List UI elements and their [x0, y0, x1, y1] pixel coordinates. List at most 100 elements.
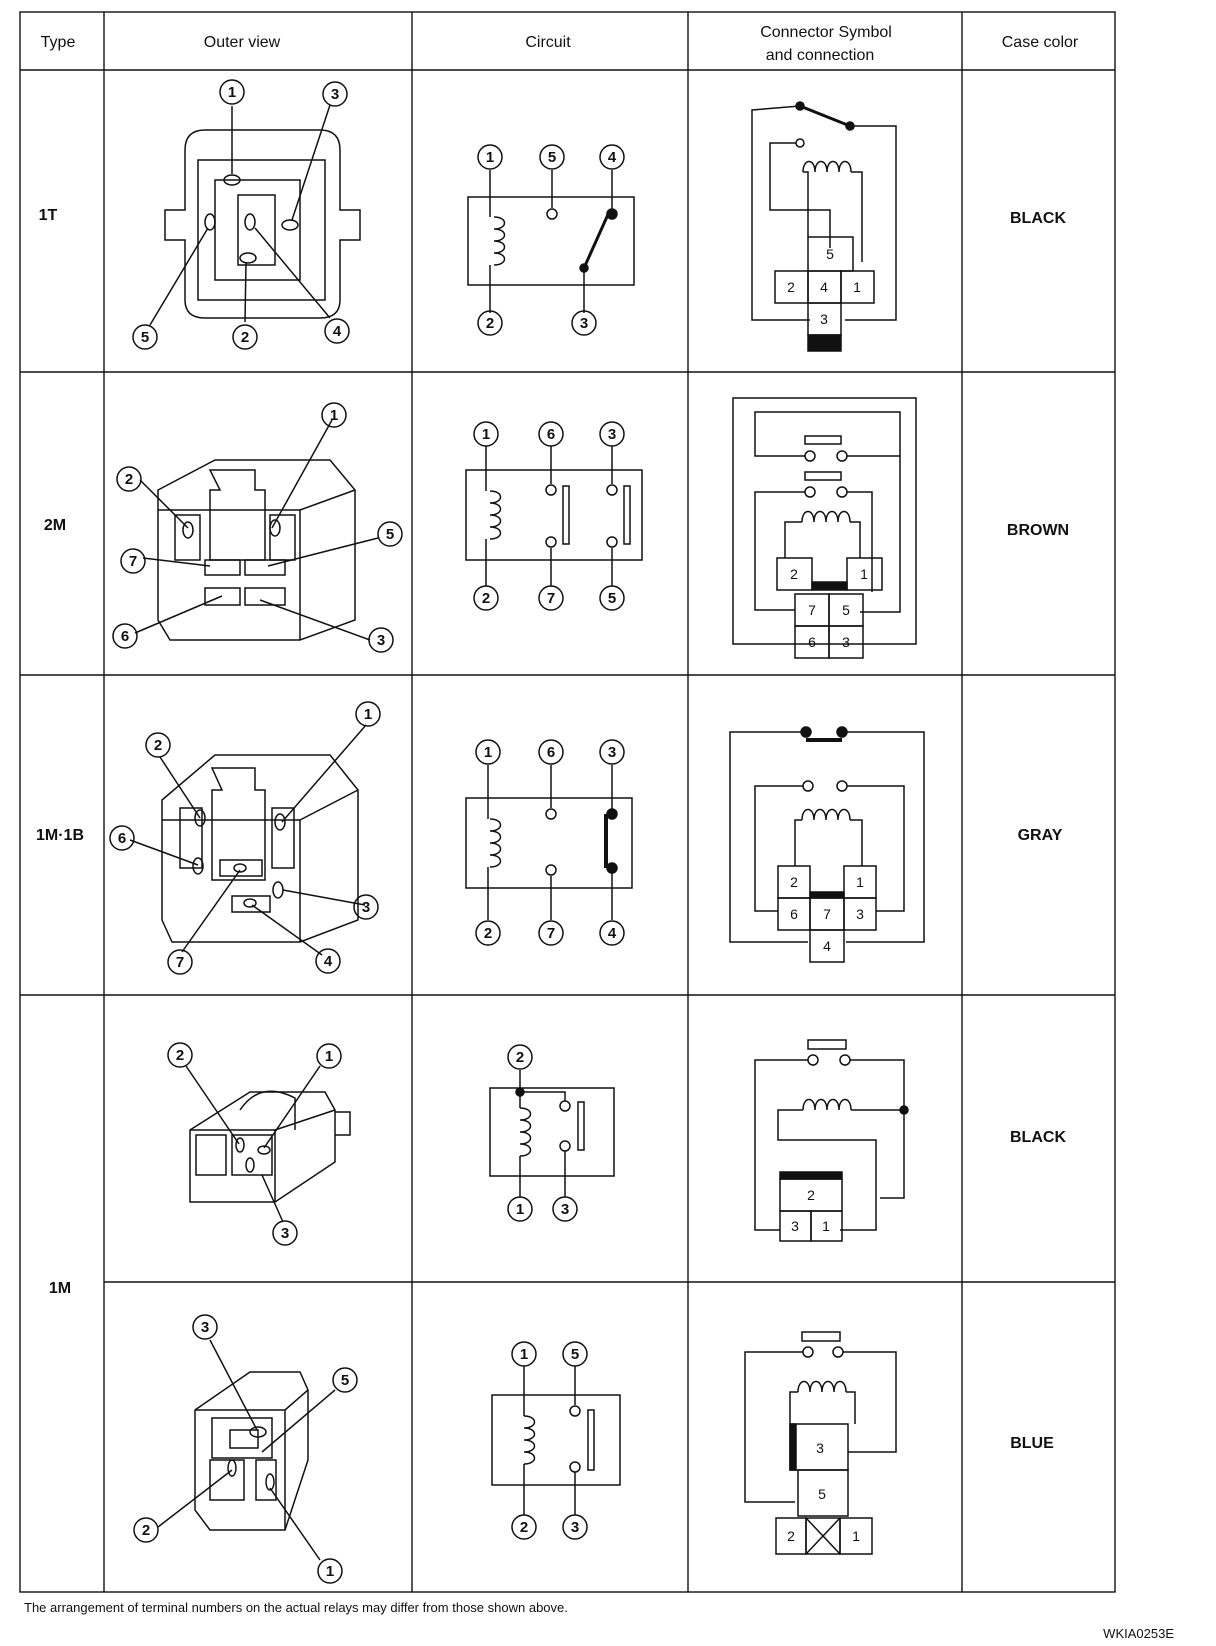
label-pin: 2	[790, 874, 798, 890]
connector-1t: 5 2 4 1 3	[751, 101, 897, 352]
label-terminal: 4	[333, 323, 342, 340]
label-terminal: 6	[118, 830, 126, 847]
case-color-gray: GRAY	[1018, 827, 1063, 844]
outer-view-1m-black: 2 1 3	[167, 1042, 351, 1246]
header-circuit: Circuit	[525, 34, 571, 51]
footnote: The arrangement of terminal numbers on t…	[24, 1600, 568, 1615]
outer-view-1t-labels: 1 3 5 2 4	[132, 79, 350, 350]
header-case-color: Case color	[1002, 34, 1079, 51]
label-pin: 3	[842, 634, 850, 650]
label-terminal: 5	[571, 1346, 579, 1363]
label-terminal: 4	[324, 953, 333, 970]
label-pin: 6	[808, 634, 816, 650]
label-terminal: 3	[608, 744, 616, 761]
label-terminal: 1	[364, 706, 372, 723]
label-pin: 3	[816, 1440, 824, 1456]
label-terminal: 5	[548, 149, 556, 166]
type-1m1b: 1M·1B	[36, 827, 84, 844]
header-connector-line1: Connector Symbol	[760, 24, 892, 41]
label-pin: 5	[818, 1486, 826, 1502]
outer-view-1t	[149, 104, 361, 326]
label-terminal: 2	[482, 590, 490, 607]
label-pin: 1	[856, 874, 864, 890]
label-terminal: 6	[547, 744, 555, 761]
type-color-cells: 1T 2M 1M·1B 1M BLACK BROWN GRAY BLACK BL…	[36, 207, 1069, 1452]
label-pin: 2	[790, 566, 798, 582]
label-terminal: 7	[547, 925, 555, 942]
label-pin: 4	[820, 279, 828, 295]
outer-view-1m1b: 1 2 6 3 7 4	[109, 701, 381, 975]
label-pin: 3	[820, 311, 828, 327]
label-terminal: 1	[484, 744, 492, 761]
label-terminal: 1	[330, 407, 338, 424]
circuit-1t: 1 5 4 2 3	[467, 144, 635, 336]
label-terminal: 5	[141, 329, 149, 346]
label-pin: 7	[808, 602, 816, 618]
label-terminal: 2	[154, 737, 162, 754]
label-terminal: 2	[516, 1049, 524, 1066]
case-color-brown: BROWN	[1007, 522, 1069, 539]
label-terminal: 1	[516, 1201, 524, 1218]
table-grid	[19, 11, 1116, 1593]
label-terminal: 2	[176, 1047, 184, 1064]
label-terminal: 1	[486, 149, 494, 166]
label-terminal: 3	[561, 1201, 569, 1218]
label-terminal: 5	[608, 590, 616, 607]
label-terminal: 2	[125, 471, 133, 488]
figure-id: WKIA0253E	[1103, 1626, 1174, 1641]
circuit-2m: 1 6 3 2 7 5	[465, 421, 643, 611]
label-terminal: 3	[201, 1319, 209, 1336]
label-pin: 1	[822, 1218, 830, 1234]
label-terminal: 1	[228, 84, 236, 101]
outer-view-2m: 1 2 5 7 6 3	[112, 402, 403, 653]
type-1m: 1M	[49, 1280, 71, 1297]
label-terminal: 3	[608, 426, 616, 443]
label-terminal: 2	[241, 329, 249, 346]
label-terminal: 2	[142, 1522, 150, 1539]
label-pin: 1	[853, 279, 861, 295]
case-color-black-2: BLACK	[1010, 1129, 1066, 1146]
label-terminal: 2	[520, 1519, 528, 1536]
label-pin: 6	[790, 906, 798, 922]
label-terminal: 3	[377, 632, 385, 649]
label-pin: 3	[856, 906, 864, 922]
label-terminal: 3	[281, 1225, 289, 1242]
label-terminal: 2	[484, 925, 492, 942]
case-color-blue: BLUE	[1010, 1435, 1054, 1452]
circuit-1m-blue: 1 5 2 3	[491, 1341, 621, 1540]
label-terminal: 4	[608, 149, 617, 166]
label-pin: 2	[787, 279, 795, 295]
header-row: Type Outer view Circuit Connector Symbol…	[41, 24, 1079, 64]
label-terminal: 1	[482, 426, 490, 443]
label-pin: 5	[826, 246, 834, 262]
label-pin: 4	[823, 938, 831, 954]
label-terminal: 7	[129, 553, 137, 570]
label-terminal: 1	[520, 1346, 528, 1363]
label-terminal: 3	[331, 86, 339, 103]
label-pin: 3	[791, 1218, 799, 1234]
label-terminal: 3	[571, 1519, 579, 1536]
connector-2m: 2 1 7 5 6 3	[732, 397, 917, 659]
label-terminal: 7	[547, 590, 555, 607]
type-1t: 1T	[39, 207, 58, 224]
label-terminal: 5	[386, 526, 394, 543]
outer-view-1m-blue: 3 5 2 1	[133, 1314, 358, 1584]
label-terminal: 1	[326, 1563, 334, 1580]
label-terminal: 5	[341, 1372, 349, 1389]
label-pin: 1	[852, 1528, 860, 1544]
label-pin: 1	[860, 566, 868, 582]
label-pin: 2	[807, 1187, 815, 1203]
label-terminal: 2	[486, 315, 494, 332]
label-terminal: 6	[547, 426, 555, 443]
header-outer-view: Outer view	[204, 34, 281, 51]
label-pin: 5	[842, 602, 850, 618]
circuit-1m1b: 1 6 3 2 7 4	[465, 739, 633, 946]
type-2m: 2M	[44, 517, 66, 534]
connector-1m-blue: 3 5 2 1	[744, 1331, 897, 1555]
connector-1m1b: 2 1 6 7 3 4	[729, 726, 925, 963]
label-pin: 7	[823, 906, 831, 922]
connector-1m-black: 2 3 1	[754, 1039, 909, 1242]
header-type: Type	[41, 34, 76, 51]
case-color-black: BLACK	[1010, 210, 1066, 227]
